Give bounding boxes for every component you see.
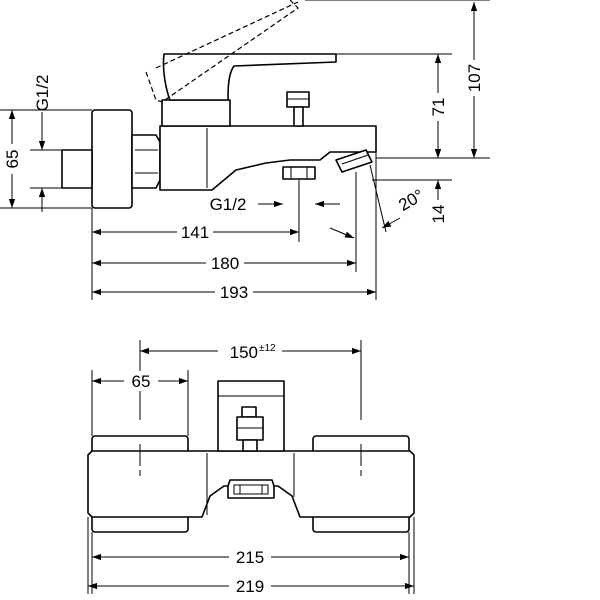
- mixer-body: [159, 125, 377, 191]
- lever-handle: [162, 53, 337, 101]
- front-view: 150 ±12 65 215 219: [87, 340, 415, 596]
- front-diverter[interactable]: [236, 406, 264, 452]
- dim-65-height: 65: [3, 150, 22, 169]
- dim-14-drop: 14: [429, 205, 448, 224]
- eccentric-connector: [61, 149, 93, 189]
- dim-193-length: 193: [220, 283, 248, 302]
- dim-107-height: 107: [465, 64, 484, 92]
- diverter-knob[interactable]: [286, 91, 310, 127]
- dim-71-height: 71: [429, 98, 448, 117]
- hex-nut: [131, 134, 161, 189]
- bottom-connector: [282, 166, 316, 180]
- spout-outlet: [335, 149, 373, 173]
- lever-raised-outline: [145, 0, 299, 103]
- dim-219-width: 219: [236, 577, 264, 596]
- dim-215-width: 215: [236, 548, 264, 567]
- side-view: 65 G1/2 107 71 14 G1/2 20° 141 180: [0, 0, 490, 302]
- dim-20-angle: 20°: [395, 186, 427, 215]
- aerator-outlet: [227, 479, 275, 499]
- dim-180-length: 180: [211, 254, 239, 273]
- dim-150-tolerance: ±12: [259, 343, 276, 354]
- wall-rosette: [91, 109, 133, 209]
- dim-65-rosette: 65: [132, 372, 151, 391]
- dim-150-center: 150: [230, 343, 258, 362]
- dim-141-length: 141: [181, 223, 209, 242]
- cartridge-cover: [161, 99, 231, 127]
- dim-g12-bottom: G1/2: [210, 195, 247, 214]
- dim-g12-left: G1/2: [33, 75, 52, 112]
